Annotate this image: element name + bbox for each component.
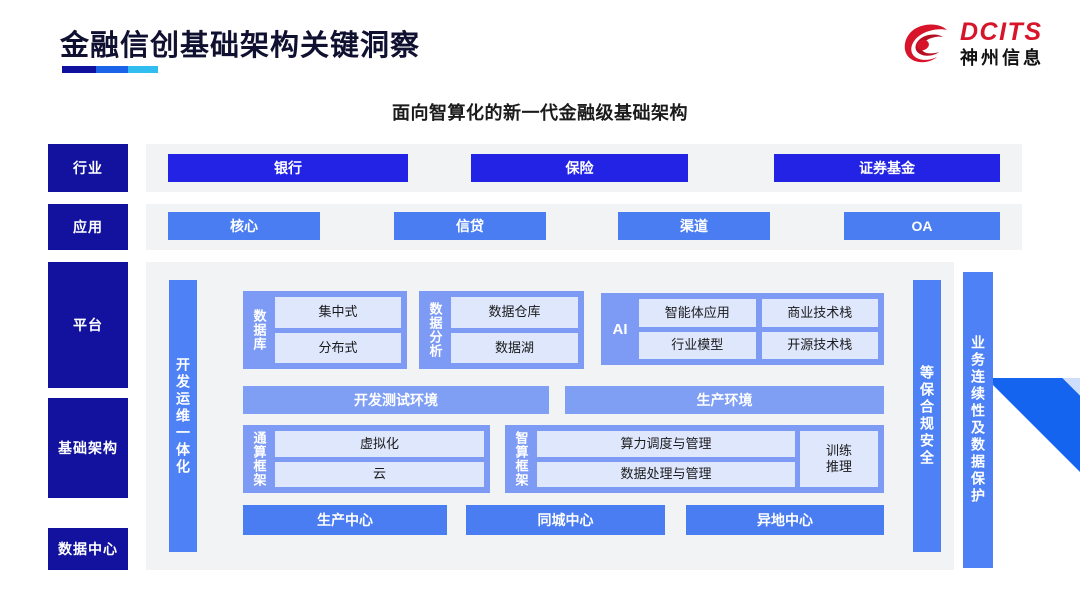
application-chip-core[interactable]: 核心 [168,212,320,240]
datacenter-chip-metro[interactable]: 同城中心 [466,505,665,535]
general-compute-item-cloud[interactable]: 云 [275,461,484,487]
group-label-data-analytics: 数据分析 [427,302,443,358]
group-label-ai: AI [612,320,628,338]
rail-label-infrastructure: 基础架构 [48,398,128,498]
application-chip-channel[interactable]: 渠道 [618,212,770,240]
compliance-security-column[interactable]: 等保合规安全 [913,280,941,552]
database-item-distributed[interactable]: 分布式 [275,332,401,363]
general-compute-item-virtualization[interactable]: 虚拟化 [275,431,484,457]
group-general-compute-framework: 通算框架 虚拟化 云 [243,425,490,493]
intelligent-compute-item-compute-scheduling[interactable]: 算力调度与管理 [537,431,795,457]
ai-item-industry-model[interactable]: 行业模型 [639,331,756,359]
group-database: 数据库 集中式 分布式 [243,291,407,369]
group-data-analytics: 数据分析 数据仓库 数据湖 [419,291,584,369]
rail-label-application: 应用 [48,204,128,250]
group-ai: AI 智能体应用 商业技术栈 行业模型 开源技术栈 [601,293,884,365]
group-label-intelligent-compute: 智算框架 [513,431,529,487]
database-item-centralized[interactable]: 集中式 [275,297,401,328]
intelligent-compute-item-data-processing[interactable]: 数据处理与管理 [537,461,795,487]
industry-chip-insurance[interactable]: 保险 [471,154,688,182]
title-accent-bar [62,66,158,73]
rail-label-datacenter: 数据中心 [48,528,128,570]
application-chip-credit[interactable]: 信贷 [394,212,546,240]
logo-wordmark-en: DCITS [960,18,1043,46]
rail-label-industry: 行业 [48,144,128,192]
page-subtitle: 面向智算化的新一代金融级基础架构 [392,103,688,123]
application-row-card: 核心 信贷 渠道 OA [146,204,1022,250]
group-intelligent-compute-framework: 智算框架 算力调度与管理 数据处理与管理 训练 推理 [505,425,884,493]
page-title: 金融信创基础架构关键洞察 [60,30,421,62]
intelligent-compute-item-training-inference[interactable]: 训练 推理 [800,431,878,487]
datacenter-chip-production[interactable]: 生产中心 [243,505,447,535]
group-label-database: 数据库 [251,309,267,351]
industry-chip-bank[interactable]: 银行 [168,154,408,182]
environment-bar-dev-test[interactable]: 开发测试环境 [243,386,549,414]
rail-label-platform: 平台 [48,262,128,388]
ai-item-commercial-stack[interactable]: 商业技术栈 [761,299,878,327]
industry-chip-securities-fund[interactable]: 证券基金 [774,154,1000,182]
business-continuity-column[interactable]: 业务连续性及数据保护 [963,272,993,568]
analytics-item-data-lake[interactable]: 数据湖 [451,332,578,363]
dcits-logo: DCITS 神州信息 [903,20,1044,67]
group-label-general-compute: 通算框架 [251,431,267,487]
industry-row-card: 银行 保险 证券基金 [146,144,1022,192]
datacenter-chip-remote[interactable]: 异地中心 [686,505,884,535]
analytics-item-data-warehouse[interactable]: 数据仓库 [451,297,578,328]
devops-column[interactable]: 开发运维一体化 [169,280,197,552]
dcits-swirl-icon [904,23,947,62]
ai-item-agent-application[interactable]: 智能体应用 [639,299,756,327]
application-chip-oa[interactable]: OA [844,212,1000,240]
ai-item-opensource-stack[interactable]: 开源技术栈 [761,331,878,359]
environment-bar-production[interactable]: 生产环境 [565,386,884,414]
logo-wordmark-cn: 神州信息 [960,48,1044,68]
